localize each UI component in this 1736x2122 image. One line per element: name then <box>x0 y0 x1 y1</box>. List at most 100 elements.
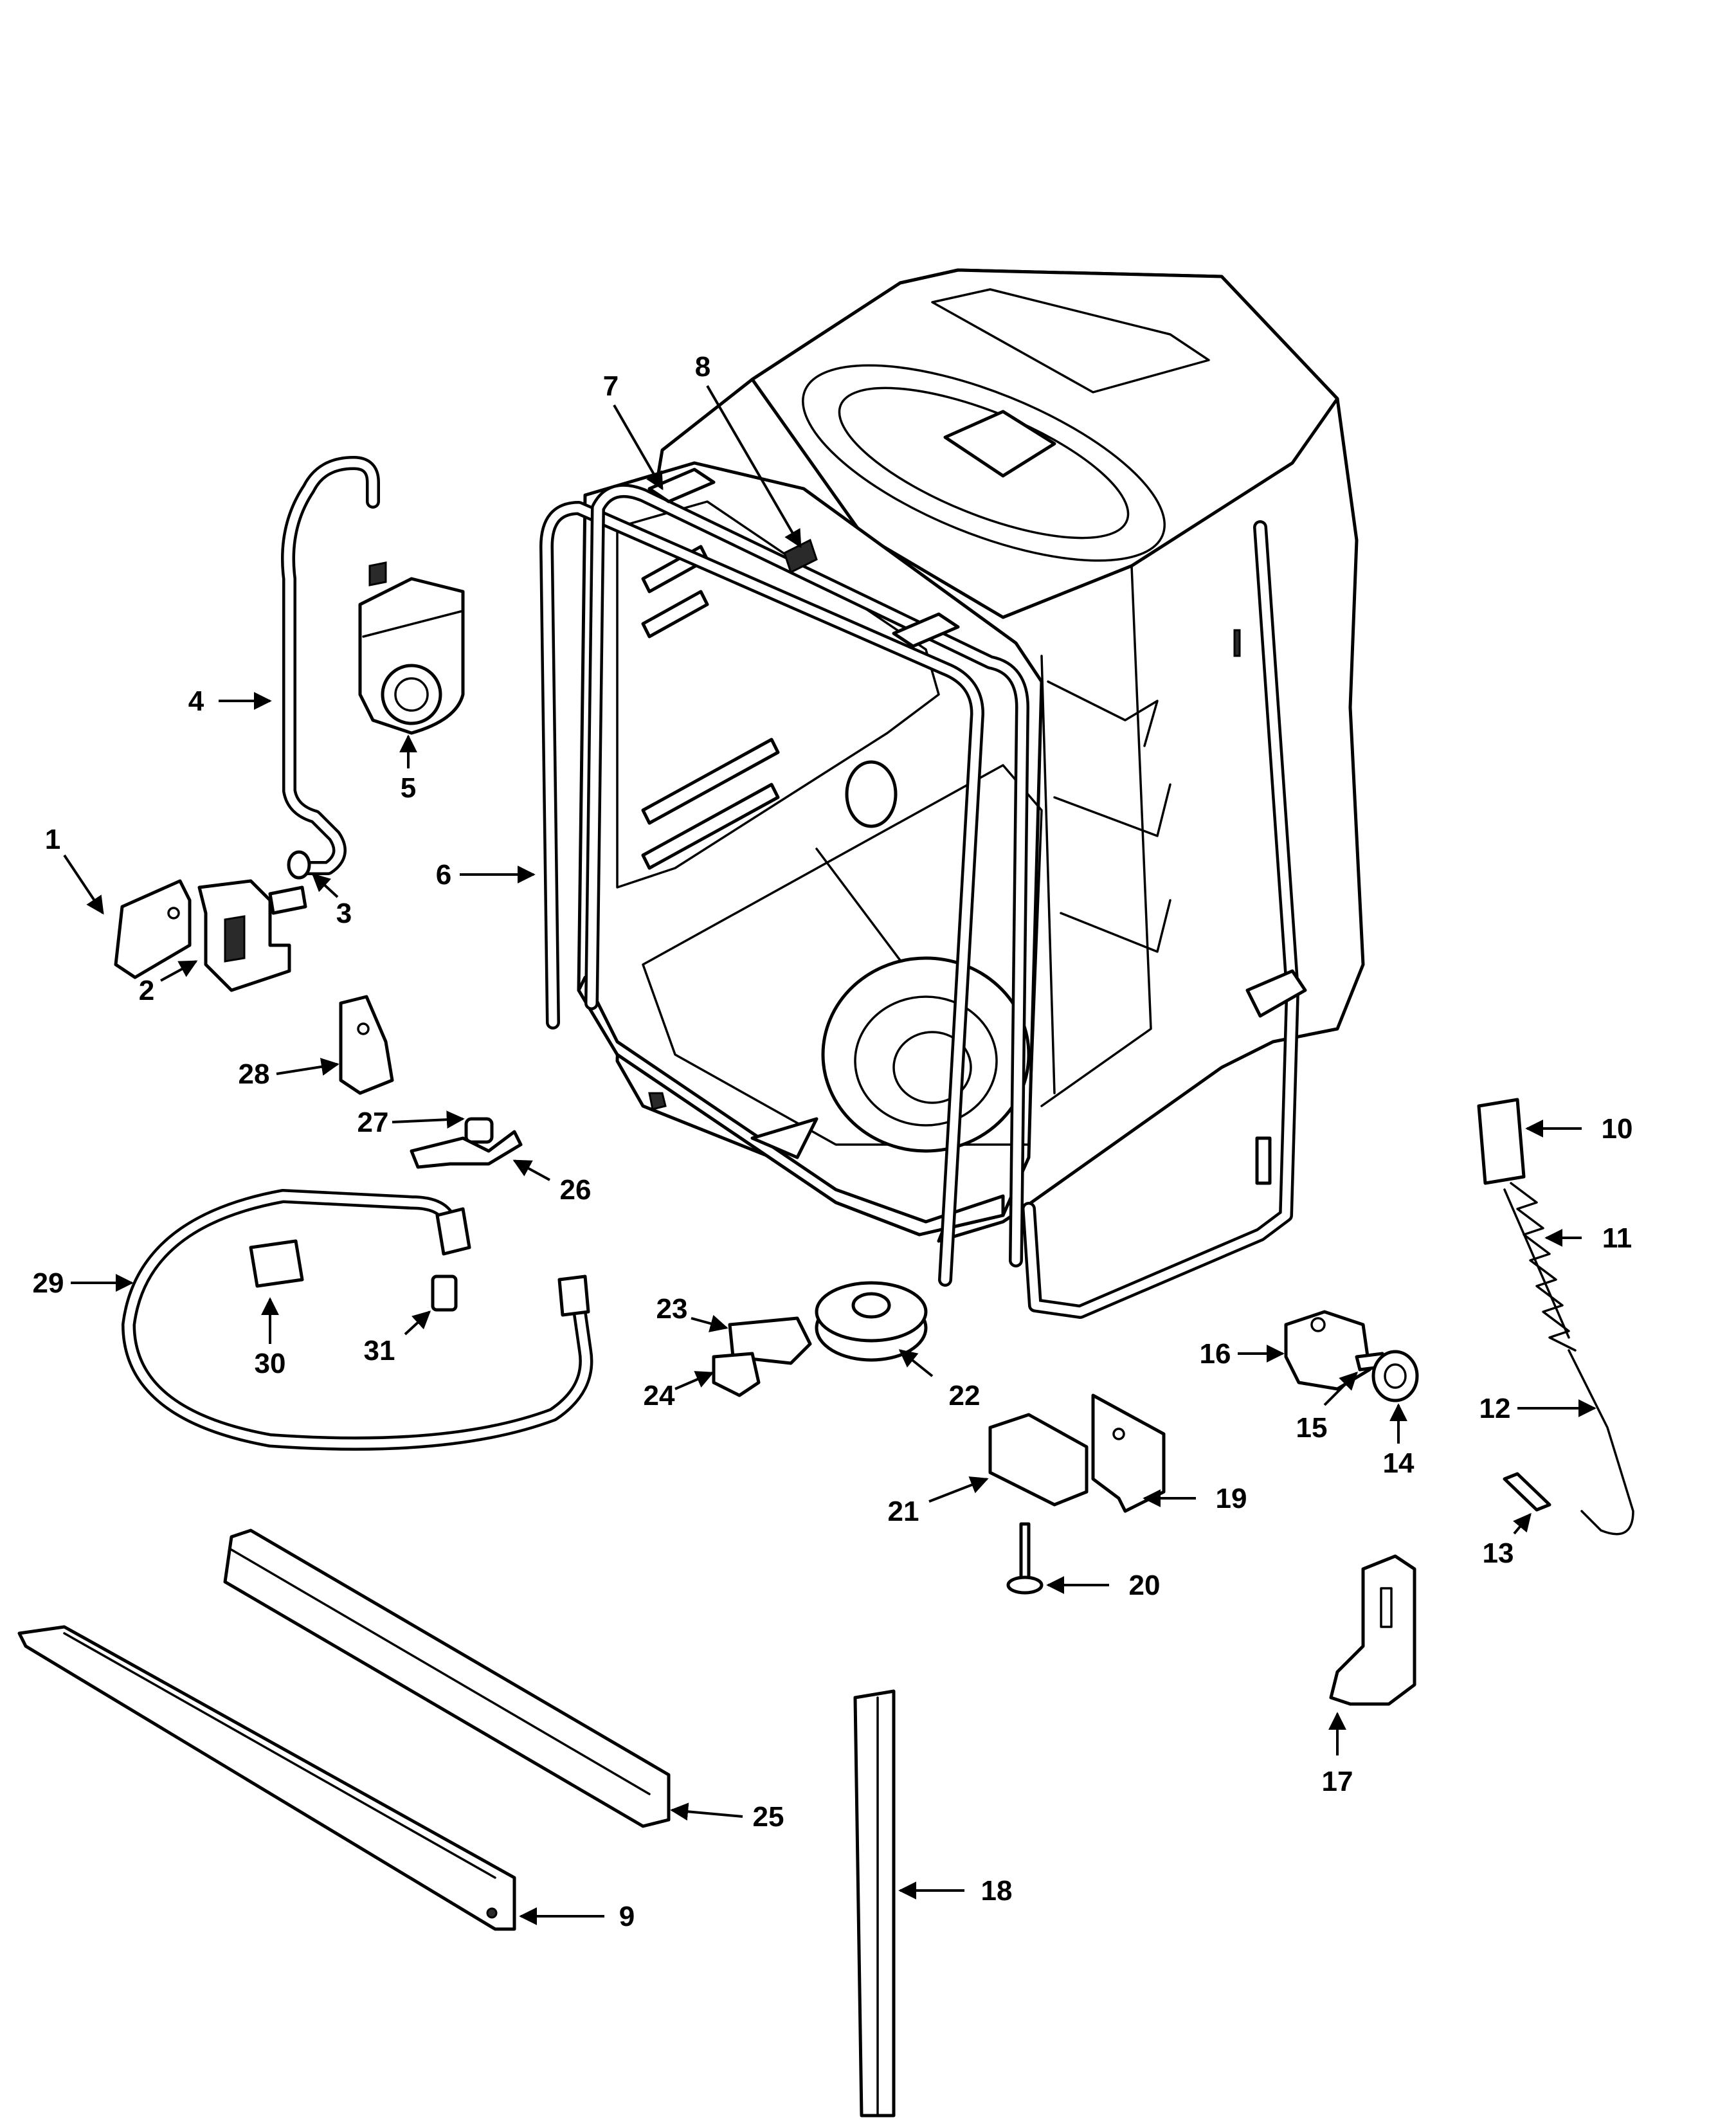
float-24 <box>712 1352 761 1397</box>
tub-boss <box>845 760 898 828</box>
nut-31 <box>431 1274 458 1312</box>
bracket-28-hole <box>357 1022 370 1035</box>
hinge-bracket-17 <box>1329 1554 1416 1706</box>
part-13-pin <box>1503 1472 1551 1512</box>
callout-8: 8 <box>695 351 710 383</box>
tub-wedge <box>750 1117 818 1159</box>
tub-back-wall <box>616 500 940 889</box>
callout-7: 7 <box>603 370 619 402</box>
hinge-16 <box>1284 1310 1371 1391</box>
panel-25 <box>223 1528 671 1828</box>
callout-24: 24 <box>644 1380 675 1411</box>
callout-25: 25 <box>753 1801 784 1833</box>
part-20-screw <box>1006 1522 1044 1595</box>
cap-27 <box>464 1117 494 1144</box>
tub-bottom-frame <box>577 975 1005 1237</box>
panel-9-lip <box>63 1632 496 1879</box>
dispenser-face <box>362 610 464 638</box>
tub-floor <box>642 764 1043 1146</box>
callout-12: 12 <box>1479 1393 1511 1424</box>
valve-coil <box>224 915 246 963</box>
callout-30: 30 <box>255 1348 286 1379</box>
callout-20: 20 <box>1129 1570 1161 1601</box>
part-17-hinge-bracket <box>1329 1554 1416 1706</box>
gasket-inner-in <box>587 486 1027 1265</box>
panel-25-lip <box>230 1548 651 1795</box>
part-1-bracket <box>114 879 192 979</box>
rack-rail-3 <box>641 738 780 825</box>
part-16-hinge <box>1284 1310 1371 1391</box>
dispenser-terminal <box>368 561 387 586</box>
callout-27: 27 <box>357 1107 389 1138</box>
part-6-door-gasket <box>539 484 1029 1287</box>
hinge-bracket-slot <box>1380 1587 1393 1628</box>
callout-4: 4 <box>188 685 204 717</box>
frame-bracket <box>1245 969 1307 1018</box>
part-19-bracket <box>1091 1393 1166 1513</box>
part-4-fill-hose <box>281 456 380 875</box>
rack-rail-2 <box>641 590 709 639</box>
part-26-bracket <box>410 1130 523 1169</box>
sump-core <box>892 1031 972 1104</box>
callout-19: 19 <box>1216 1483 1247 1514</box>
drain-hose-in <box>124 1192 590 1448</box>
tub-foot <box>648 1092 667 1111</box>
part-5-dispenser <box>358 561 465 735</box>
bracket-1 <box>114 879 192 979</box>
part-14-wheel <box>1371 1350 1419 1402</box>
panel-9-hole <box>486 1907 498 1919</box>
callout-23: 23 <box>656 1293 688 1325</box>
part-27-cap <box>464 1117 494 1144</box>
panel-9 <box>17 1625 516 1931</box>
callout-3: 3 <box>336 898 352 929</box>
clip-7 <box>647 467 716 503</box>
door-frame-right <box>1022 520 1307 1319</box>
bracket-21 <box>988 1413 1089 1507</box>
part-12-cable <box>1568 1349 1634 1536</box>
part-29-drain-hose <box>122 1189 593 1451</box>
drain-hose <box>122 1189 593 1451</box>
callouts: 1 2 3 4 5 6 7 8 9 10 11 12 13 <box>33 351 1633 1932</box>
hinge-16-hole <box>1310 1317 1326 1332</box>
part-2-water-valve <box>197 879 307 992</box>
callout-2: 2 <box>139 975 154 1006</box>
screw-20-shaft <box>1019 1522 1031 1584</box>
spring-11-side <box>1503 1188 1570 1339</box>
part-18-panel <box>853 1689 896 2117</box>
bracket-1-hole <box>167 907 180 920</box>
tub-slot <box>1233 629 1241 657</box>
part-24-float <box>712 1352 761 1397</box>
callout-10: 10 <box>1602 1113 1633 1145</box>
callout-29: 29 <box>33 1267 64 1299</box>
part-25-panel <box>223 1528 671 1828</box>
tub-rib-1 <box>1047 680 1159 747</box>
callout-26: 26 <box>560 1174 592 1206</box>
frame-post <box>1255 1136 1272 1185</box>
part-8-latch-bracket <box>783 538 818 574</box>
callout-11: 11 <box>1602 1222 1632 1254</box>
tub-top-hump <box>931 288 1210 394</box>
callout-9: 9 <box>619 1901 635 1932</box>
dispenser-cap <box>381 664 442 725</box>
bracket-28 <box>339 995 394 1095</box>
tub-rib-2 <box>1053 783 1171 837</box>
clip-7b <box>892 612 960 648</box>
callout-1: 1 <box>45 824 60 855</box>
callout-31: 31 <box>364 1335 395 1366</box>
drain-hose-end <box>435 1207 471 1256</box>
callout-5: 5 <box>401 772 416 804</box>
rack-rail-4 <box>641 783 780 870</box>
wheel-14 <box>1371 1350 1419 1402</box>
part-30-clip <box>249 1239 304 1288</box>
bracket-19 <box>1091 1393 1166 1513</box>
pin-13 <box>1503 1472 1551 1512</box>
spring-11 <box>1510 1182 1577 1352</box>
part-3-clamp <box>287 850 311 880</box>
drain-hose-fitting <box>557 1274 590 1317</box>
tub-side-edge <box>1040 565 1152 1107</box>
callout-6: 6 <box>436 859 451 891</box>
part-21-bracket <box>988 1413 1089 1507</box>
part-22-float <box>815 1281 928 1362</box>
part-31-nut <box>431 1274 458 1312</box>
callout-15: 15 <box>1296 1412 1328 1444</box>
